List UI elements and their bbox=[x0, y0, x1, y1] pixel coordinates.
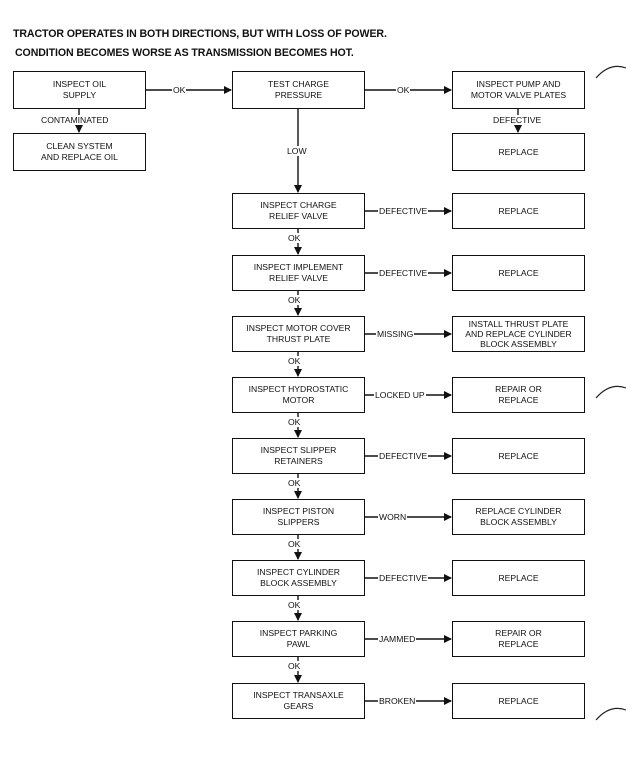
ok-label: OK bbox=[288, 417, 301, 427]
ok-label: OK bbox=[288, 356, 301, 366]
action-box: REPLACE bbox=[452, 560, 585, 596]
ok-label: OK bbox=[172, 85, 187, 95]
low-label: LOW bbox=[286, 146, 308, 156]
contaminated-label: CONTAMINATED bbox=[40, 115, 110, 125]
inspect-step-box: INSPECT CHARGE RELIEF VALVE bbox=[232, 193, 365, 229]
replace-pump-plates-box: REPLACE bbox=[452, 133, 585, 171]
ok-label: OK bbox=[288, 478, 301, 488]
condition-label: LOCKED UP bbox=[374, 390, 426, 400]
action-box: REPLACE bbox=[452, 193, 585, 229]
condition-label: DEFECTIVE bbox=[378, 573, 429, 583]
action-box: REPAIR OR REPLACE bbox=[452, 377, 585, 413]
action-box: REPAIR OR REPLACE bbox=[452, 621, 585, 657]
action-box: REPLACE bbox=[452, 255, 585, 291]
action-box: INSTALL THRUST PLATE AND REPLACE CYLINDE… bbox=[452, 316, 585, 352]
inspect-step-box: INSPECT SLIPPER RETAINERS bbox=[232, 438, 365, 474]
ok-label: OK bbox=[288, 233, 301, 243]
binder-hole-mark bbox=[595, 65, 627, 79]
condition-label: BROKEN bbox=[378, 696, 417, 706]
diagram-title-line-2: CONDITION BECOMES WORSE AS TRANSMISSION … bbox=[15, 47, 354, 59]
ok-label: OK bbox=[396, 85, 411, 95]
binder-hole-mark bbox=[595, 385, 627, 399]
ok-label: OK bbox=[288, 295, 301, 305]
condition-label: JAMMED bbox=[378, 634, 417, 644]
inspect-pump-motor-plates-box: INSPECT PUMP AND MOTOR VALVE PLATES bbox=[452, 71, 585, 109]
condition-label: MISSING bbox=[376, 329, 415, 339]
condition-label: WORN bbox=[378, 512, 408, 522]
ok-label: OK bbox=[288, 539, 301, 549]
ok-label: OK bbox=[288, 661, 301, 671]
clean-system-box: CLEAN SYSTEM AND REPLACE OIL bbox=[13, 133, 146, 171]
inspect-step-box: INSPECT PISTON SLIPPERS bbox=[232, 499, 365, 535]
defective-label: DEFECTIVE bbox=[492, 115, 543, 125]
action-box: REPLACE bbox=[452, 683, 585, 719]
diagram-title-line-1: TRACTOR OPERATES IN BOTH DIRECTIONS, BUT… bbox=[13, 28, 387, 40]
inspect-step-box: INSPECT MOTOR COVER THRUST PLATE bbox=[232, 316, 365, 352]
inspect-step-box: INSPECT TRANSAXLE GEARS bbox=[232, 683, 365, 719]
inspect-step-box: INSPECT HYDROSTATIC MOTOR bbox=[232, 377, 365, 413]
test-charge-pressure-box: TEST CHARGE PRESSURE bbox=[232, 71, 365, 109]
inspect-step-box: INSPECT CYLINDER BLOCK ASSEMBLY bbox=[232, 560, 365, 596]
binder-hole-mark bbox=[595, 707, 627, 721]
condition-label: DEFECTIVE bbox=[378, 451, 429, 461]
inspect-oil-supply-box: INSPECT OIL SUPPLY bbox=[13, 71, 146, 109]
action-box: REPLACE bbox=[452, 438, 585, 474]
condition-label: DEFECTIVE bbox=[378, 268, 429, 278]
inspect-step-box: INSPECT PARKING PAWL bbox=[232, 621, 365, 657]
inspect-step-box: INSPECT IMPLEMENT RELIEF VALVE bbox=[232, 255, 365, 291]
ok-label: OK bbox=[288, 600, 301, 610]
condition-label: DEFECTIVE bbox=[378, 206, 429, 216]
action-box: REPLACE CYLINDER BLOCK ASSEMBLY bbox=[452, 499, 585, 535]
